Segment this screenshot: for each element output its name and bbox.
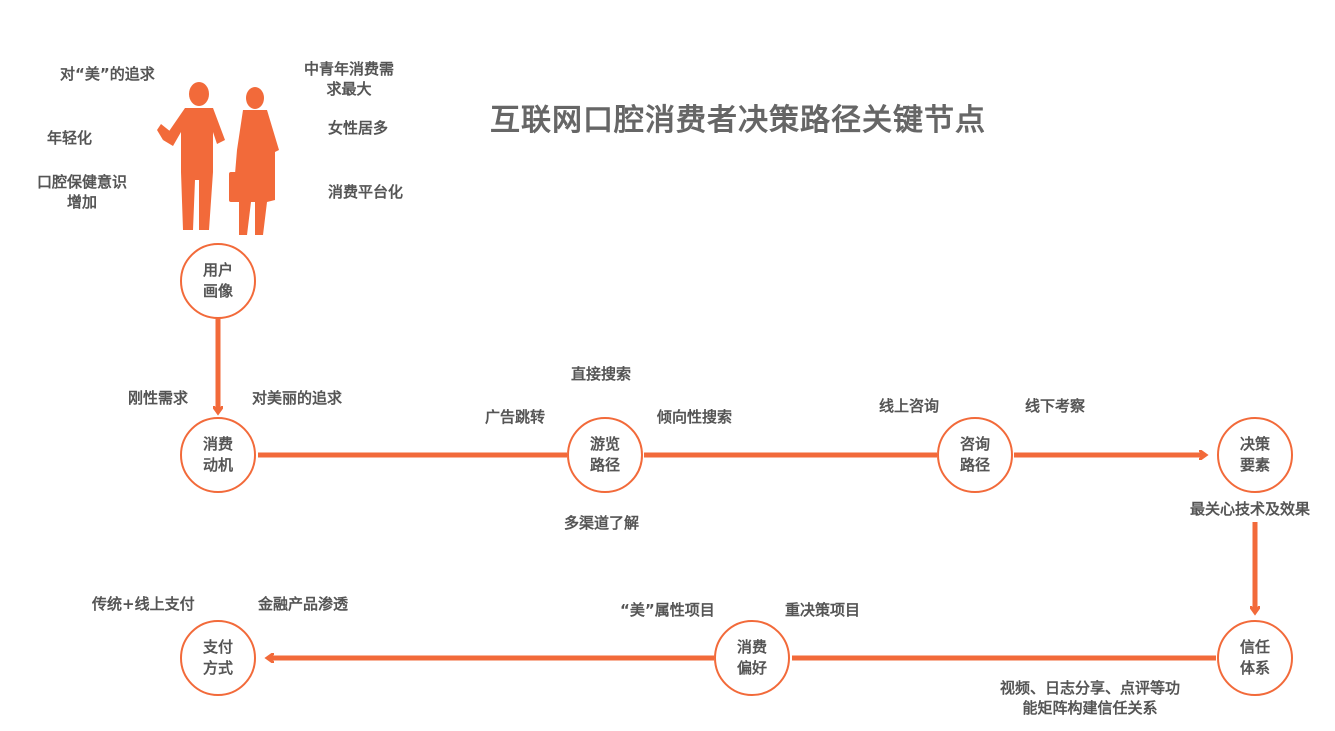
node-decision-factors-label: 决策要素	[1235, 434, 1275, 476]
node-browse-path-label: 游览路径	[585, 434, 625, 476]
businessman-silhouette-icon	[157, 82, 225, 230]
node-motivation-label: 消费动机	[198, 434, 238, 476]
businesswoman-silhouette-icon	[229, 87, 279, 235]
label-direct-search: 直接搜索	[571, 364, 631, 384]
node-payment-label: 支付方式	[198, 637, 238, 679]
label-beauty-items: “美”属性项目	[620, 600, 715, 620]
label-multi-channel: 多渠道了解	[564, 513, 639, 533]
label-offline-visit: 线下考察	[1025, 396, 1085, 416]
node-payment: 支付方式	[180, 620, 256, 696]
label-beauty-pursuit-2: 对美丽的追求	[252, 388, 342, 408]
node-decision-factors: 决策要素	[1217, 417, 1293, 493]
label-traditional-pay: 传统+线上支付	[92, 594, 195, 614]
node-preference-label: 消费偏好	[732, 637, 772, 679]
node-consult-path-label: 咨询路径	[955, 434, 995, 476]
label-heavy-decision: 重决策项目	[785, 600, 860, 620]
label-female: 女性居多	[328, 118, 388, 138]
label-tendency-search: 倾向性搜索	[657, 407, 732, 427]
label-beauty-pursuit: 对“美”的追求	[60, 64, 155, 84]
label-tech-effect: 最关心技术及效果	[1190, 499, 1310, 519]
node-browse-path: 游览路径	[567, 417, 643, 493]
label-middle-aged-line1: 中青年消费需	[300, 59, 398, 79]
label-ad-jump: 广告跳转	[485, 407, 545, 427]
label-trust-line1: 视频、日志分享、点评等功	[990, 678, 1190, 698]
node-motivation: 消费动机	[180, 417, 256, 493]
node-consult-path: 咨询路径	[937, 417, 1013, 493]
label-middle-aged: 中青年消费需 求最大	[300, 59, 398, 99]
label-rigid-demand: 刚性需求	[128, 388, 188, 408]
label-younger: 年轻化	[47, 128, 92, 148]
node-user-profile-label: 用户画像	[198, 260, 238, 302]
node-user-profile: 用户画像	[180, 243, 256, 319]
label-oral-awareness-line1: 口腔保健意识	[34, 172, 130, 192]
label-trust-line2: 能矩阵构建信任关系	[990, 698, 1190, 718]
label-platform: 消费平台化	[328, 182, 403, 202]
label-oral-awareness-line2: 增加	[34, 192, 130, 212]
label-online-consult: 线上咨询	[879, 396, 939, 416]
node-trust-system-label: 信任体系	[1235, 637, 1275, 679]
label-middle-aged-line2: 求最大	[300, 79, 398, 99]
label-finance: 金融产品渗透	[258, 594, 348, 614]
node-trust-system: 信任体系	[1217, 620, 1293, 696]
user-silhouettes	[155, 80, 290, 240]
node-preference: 消费偏好	[714, 620, 790, 696]
label-oral-awareness: 口腔保健意识 增加	[34, 172, 130, 212]
label-trust-building: 视频、日志分享、点评等功 能矩阵构建信任关系	[990, 678, 1190, 718]
